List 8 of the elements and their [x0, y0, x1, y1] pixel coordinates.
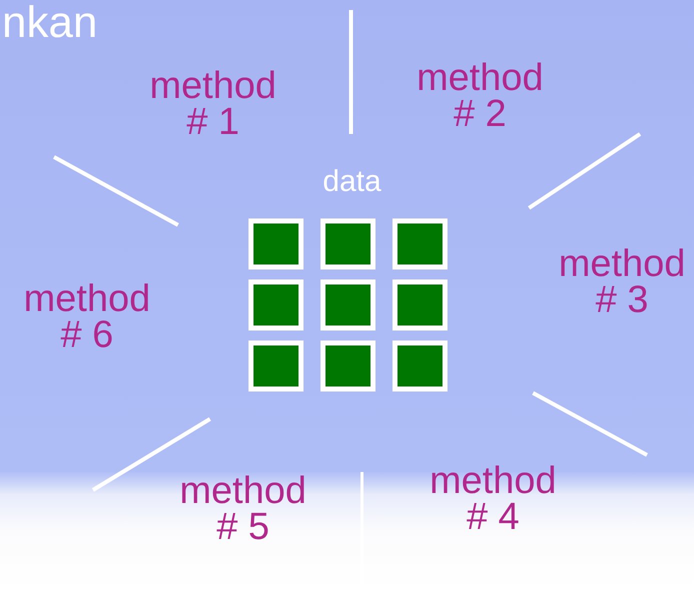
method-label: method # 6 — [22, 281, 152, 354]
method-label: method # 5 — [178, 473, 308, 546]
method-label: method # 3 — [558, 246, 686, 318]
data-label: data — [322, 168, 382, 196]
slide-title: nkan — [2, 2, 98, 44]
method-label: method # 2 — [416, 60, 544, 132]
method-label: method # 4 — [428, 463, 558, 536]
method-label: method # 1 — [148, 68, 278, 140]
